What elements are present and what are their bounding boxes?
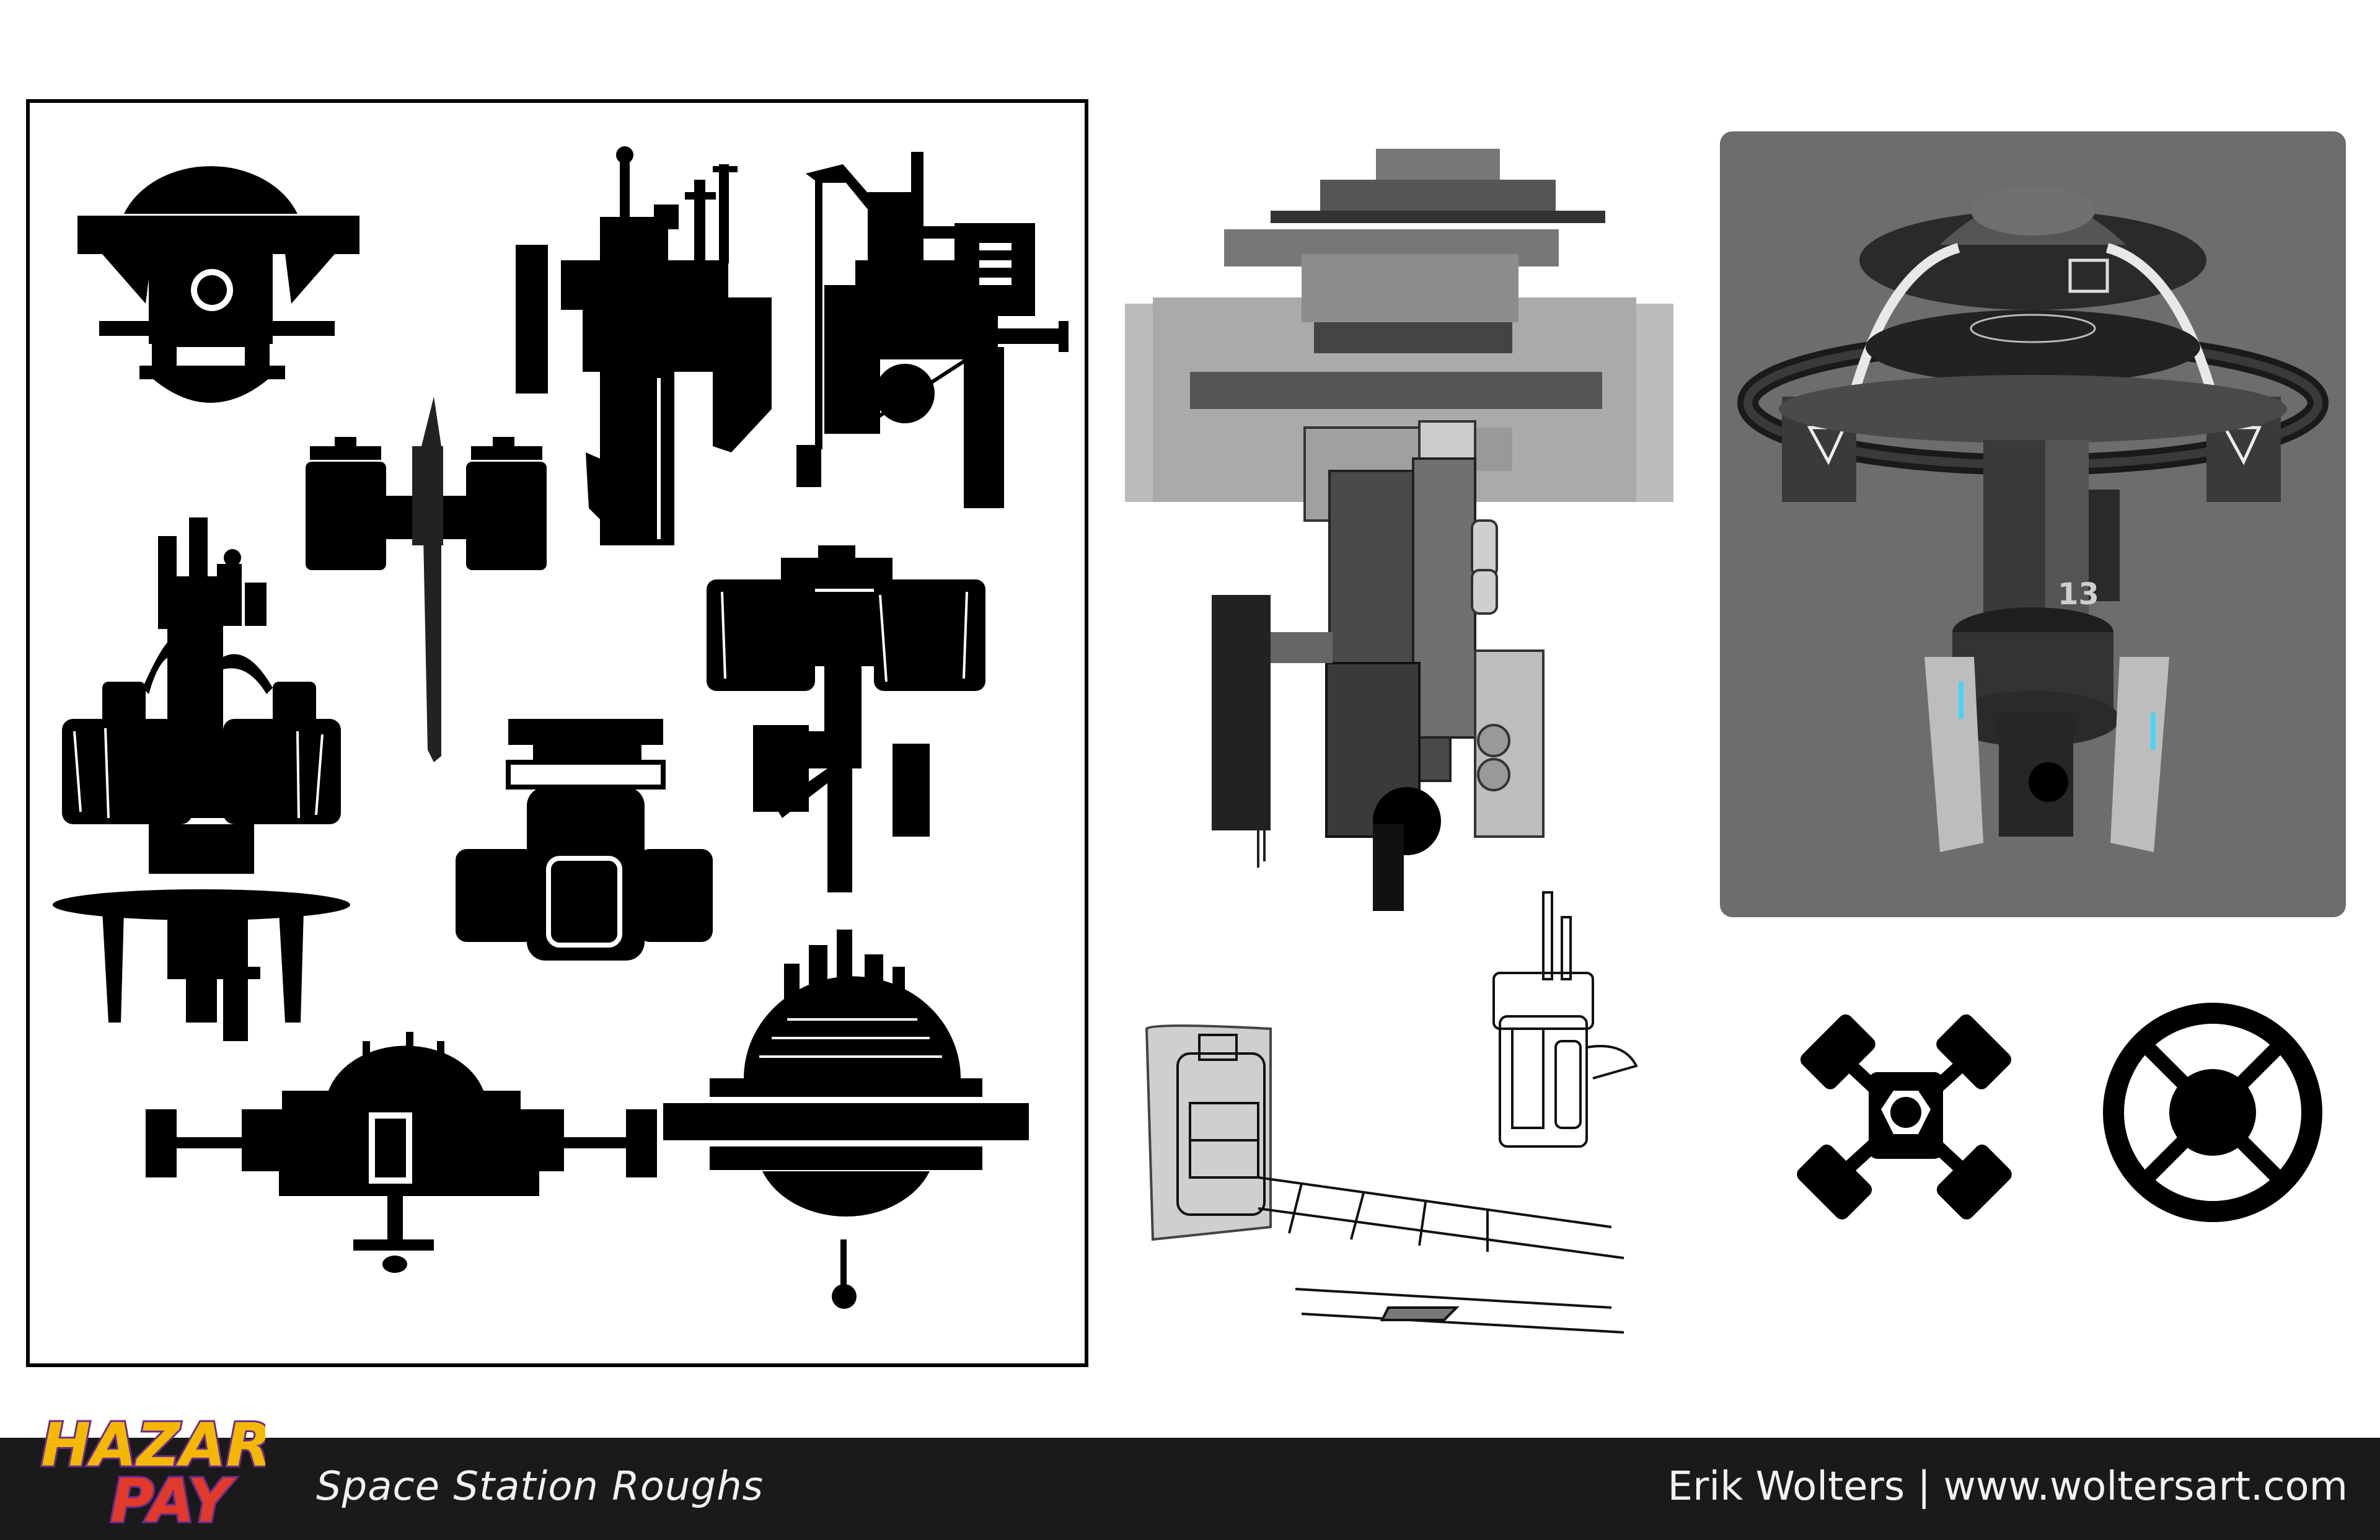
- svg-text:HAZARD: HAZARD: [41, 1410, 265, 1480]
- topview-ring-station: [2103, 1003, 2322, 1222]
- silhouette-pod-cluster: [707, 545, 985, 892]
- rover-window: [546, 856, 622, 948]
- station-render: 13: [1737, 186, 2329, 852]
- silhouette-antenna-tower: [516, 146, 772, 545]
- silhouette-spire-station: [53, 517, 350, 1041]
- silhouette-h-station: [306, 397, 547, 762]
- artist-credit: Erik Wolters | www.woltersart.com: [1667, 1464, 2348, 1510]
- footer-bar: Space Station Roughs Erik Wolters | www.…: [0, 1438, 2380, 1540]
- svg-text:PAY: PAY: [110, 1466, 236, 1536]
- station-sketch-pencil: [1145, 891, 1638, 1334]
- page-title: Space Station Roughs: [316, 1464, 764, 1510]
- hazard-pay-logo: HAZARD PAY: [39, 1409, 265, 1537]
- silhouette-dome-station: [77, 166, 359, 403]
- concept-art-canvas: 13: [26, 99, 2346, 1367]
- silhouette-rover-station: [456, 719, 713, 961]
- silhouette-crane-station: [796, 152, 1069, 508]
- silhouette-tower-disc: [663, 930, 1029, 1309]
- station-number-label: 13: [2058, 577, 2099, 612]
- gray-station-concept: [1125, 149, 1673, 911]
